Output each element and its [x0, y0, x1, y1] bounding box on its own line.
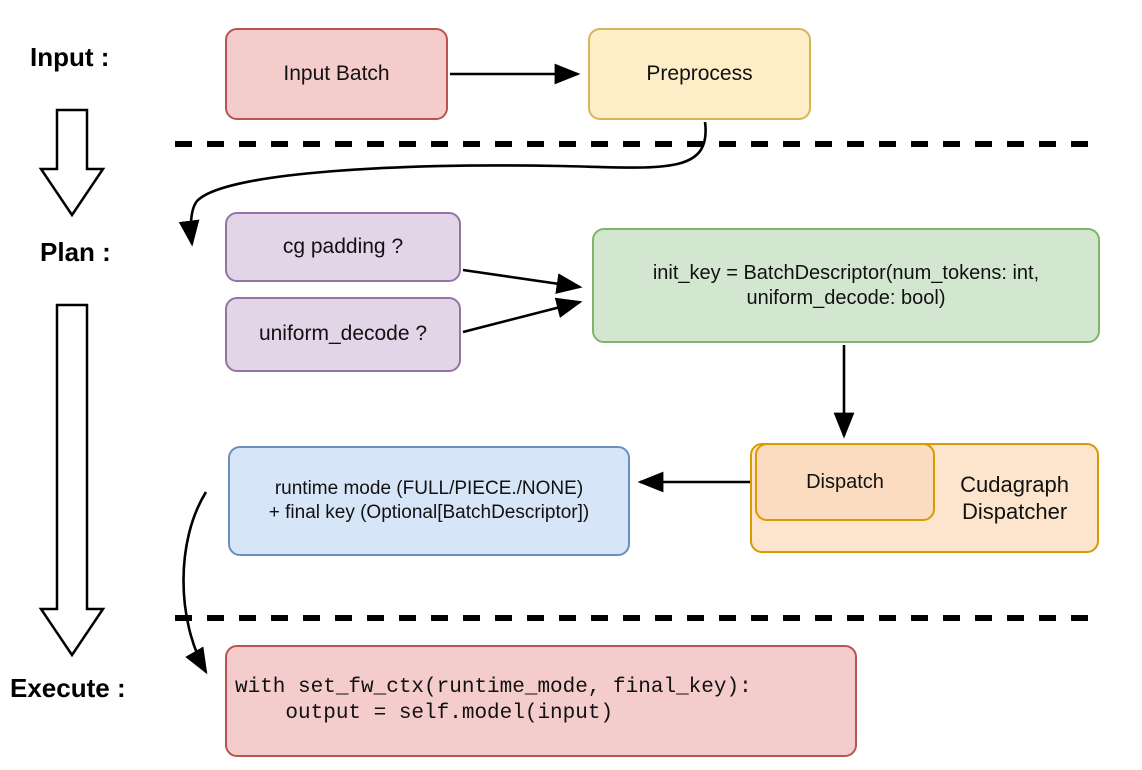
stage-label-input: Input : — [30, 42, 110, 72]
node-label-uniform-decode: uniform_decode ? — [258, 322, 428, 346]
node-uniform-decode[interactable]: uniform_decode ? — [225, 297, 461, 372]
node-label-runtime-mode: runtime mode (FULL/PIECE./NONE) + final … — [268, 478, 590, 523]
node-input-batch[interactable]: Input Batch — [225, 28, 448, 120]
uniform-decode-to-init-key — [462, 297, 583, 334]
node-label-cudagraph-dispatcher: Cudagraph Dispatcher — [960, 471, 1069, 525]
node-label-execute-code: with set_fw_ctx(runtime_mode, final_key)… — [235, 675, 752, 725]
preprocess-to-cg-padding — [178, 121, 707, 247]
cg-padding-to-init-key — [462, 268, 583, 294]
runtime-mode-to-execute-code — [182, 491, 208, 675]
node-runtime-mode[interactable]: runtime mode (FULL/PIECE./NONE) + final … — [228, 446, 630, 556]
stage-block-arrows — [38, 108, 106, 658]
edge-arrows — [178, 63, 855, 675]
node-preprocess[interactable]: Preprocess — [588, 28, 811, 120]
node-dispatch[interactable]: Dispatch — [755, 443, 935, 521]
node-label-dispatch: Dispatch — [806, 470, 884, 493]
node-execute-code[interactable]: with set_fw_ctx(runtime_mode, final_key)… — [225, 645, 857, 757]
node-init-key[interactable]: init_key = BatchDescriptor(num_tokens: i… — [592, 228, 1100, 343]
input-to-plan-block-arrow — [38, 108, 106, 218]
node-label-preprocess: Preprocess — [646, 61, 753, 85]
section-dividers — [175, 141, 1098, 621]
node-label-cg-padding: cg padding ? — [282, 234, 404, 258]
stage-label-execute: Execute : — [10, 673, 126, 703]
plan-to-execute-block-arrow — [38, 303, 106, 658]
stage-label-plan: Plan : — [40, 237, 111, 267]
node-label-init-key: init_key = BatchDescriptor(num_tokens: i… — [652, 261, 1040, 309]
node-cg-padding[interactable]: cg padding ? — [225, 212, 461, 282]
node-label-input-batch: Input Batch — [283, 61, 390, 85]
